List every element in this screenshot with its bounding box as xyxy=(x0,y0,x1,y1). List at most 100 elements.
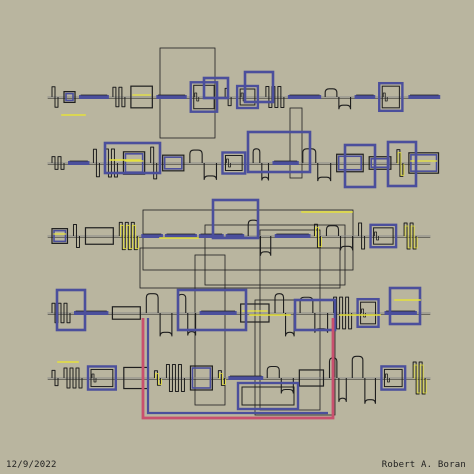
module-core xyxy=(90,368,114,388)
blue-channel xyxy=(246,130,312,174)
bump-component xyxy=(266,365,280,378)
box-component-inner xyxy=(65,92,74,102)
blue-channel xyxy=(386,140,418,188)
bottom-module-core xyxy=(241,386,295,406)
blue-channel xyxy=(211,198,260,240)
wiggle-component-highlight xyxy=(404,225,418,249)
wiggle-component xyxy=(118,221,138,251)
bump-component xyxy=(351,355,364,378)
wiggle-component-highlight xyxy=(119,224,139,250)
red-loop xyxy=(141,318,335,420)
module-frame xyxy=(378,81,404,113)
module-wiggle xyxy=(382,92,388,102)
bump-component xyxy=(189,149,203,163)
module-wiggle xyxy=(194,92,200,102)
wiggle-component xyxy=(165,363,185,393)
wiggle-component xyxy=(51,86,59,108)
wiggle-component xyxy=(150,146,158,180)
box-component xyxy=(162,154,185,172)
box-component-inner xyxy=(337,155,362,171)
artist-signature: Robert A. Boran xyxy=(381,460,466,470)
module-frame xyxy=(86,365,118,391)
bump-component xyxy=(203,163,218,180)
wiggle-component xyxy=(63,367,83,389)
wiggle-component xyxy=(92,148,100,178)
box-component xyxy=(408,152,440,174)
box-component xyxy=(298,369,325,387)
wiggle-component xyxy=(112,86,126,108)
blue-channel xyxy=(202,76,230,100)
wiggle-component xyxy=(51,156,65,170)
bump-component xyxy=(364,378,376,404)
wiggle-component-highlight xyxy=(413,364,427,394)
wiggle-component-highlight xyxy=(155,373,162,385)
module-wiggle xyxy=(91,373,97,383)
blue-channel xyxy=(343,143,377,189)
box-component-inner xyxy=(410,154,438,172)
wiggle-component xyxy=(265,86,285,108)
box-component-inner xyxy=(53,229,67,243)
blue-channel xyxy=(55,288,87,332)
wiggle-component xyxy=(333,296,353,330)
bump-component xyxy=(285,313,295,337)
connector-frame xyxy=(159,47,216,139)
bump-component xyxy=(280,378,294,394)
box-component xyxy=(336,153,364,173)
wiggle-component xyxy=(412,361,426,395)
module-frame xyxy=(221,151,247,175)
bump-component xyxy=(324,88,338,97)
box-component xyxy=(51,228,69,244)
bump-component xyxy=(159,313,173,337)
module-core xyxy=(381,85,400,109)
blue-channel xyxy=(243,70,275,104)
bump-component xyxy=(317,163,332,182)
wiggle-component-highlight xyxy=(218,373,226,385)
wiggle-component xyxy=(313,223,321,249)
module-core xyxy=(373,227,394,245)
module-core xyxy=(224,154,243,172)
bump-component xyxy=(187,313,197,336)
box-component xyxy=(189,365,213,391)
wiggle-component-highlight xyxy=(315,226,322,248)
blue-channel xyxy=(103,141,162,175)
bump-component xyxy=(145,293,159,313)
bump-component xyxy=(274,293,285,313)
module-frame xyxy=(356,297,380,329)
bump-component xyxy=(252,148,261,163)
module-core xyxy=(383,368,403,388)
wiggle-component-highlight xyxy=(397,152,405,176)
wiggle-component xyxy=(396,149,404,177)
bump-component xyxy=(338,97,352,110)
bump-component xyxy=(259,236,272,256)
module-wiggle xyxy=(385,373,390,383)
box-component xyxy=(130,85,153,109)
module-frame xyxy=(369,223,398,249)
bump-component xyxy=(338,378,347,402)
module-core xyxy=(360,301,377,325)
box-component xyxy=(63,90,76,104)
box-component xyxy=(240,303,270,323)
wiggle-component xyxy=(72,224,80,248)
bottom-module xyxy=(236,381,300,411)
wiggle-component xyxy=(51,369,59,387)
wiggle-component xyxy=(104,148,118,178)
connector-frame xyxy=(289,107,303,179)
module-frame xyxy=(380,365,407,391)
date-label: 12/9/2022 xyxy=(6,460,57,470)
connector-frame xyxy=(139,247,341,289)
box-component xyxy=(84,227,114,245)
wiggle-component xyxy=(51,302,71,324)
module-wiggle xyxy=(361,308,366,318)
blue-channel xyxy=(388,286,422,326)
box-component-inner xyxy=(191,367,212,389)
blue-channel xyxy=(293,298,337,332)
module-wiggle xyxy=(226,158,231,168)
module-wiggle xyxy=(374,231,379,241)
bump-component xyxy=(325,225,340,236)
bump-component xyxy=(339,236,354,251)
blue-channel xyxy=(176,288,248,332)
wiggle-component xyxy=(358,222,366,250)
box-component xyxy=(368,156,392,170)
module-core xyxy=(239,88,256,106)
